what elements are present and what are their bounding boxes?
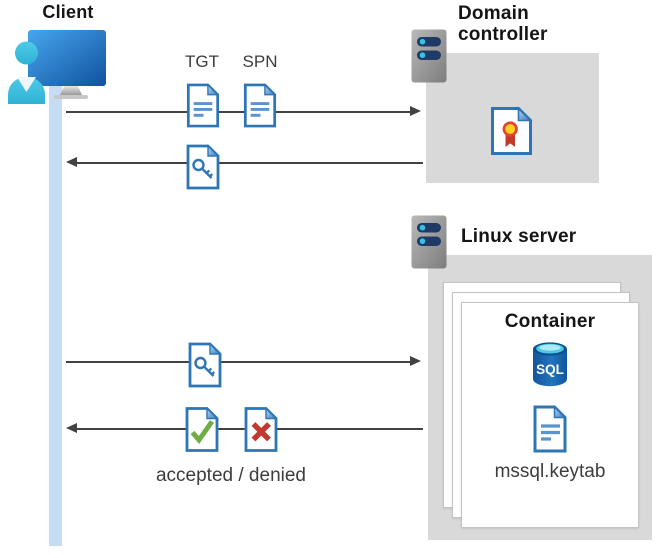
arrow-line bbox=[66, 361, 410, 363]
container-label: Container bbox=[504, 311, 596, 332]
arrow-line bbox=[77, 162, 423, 164]
user-computer-icon bbox=[8, 30, 106, 104]
server-icon bbox=[411, 215, 447, 269]
certificate-document-icon bbox=[491, 106, 533, 155]
sql-database-icon: SQL bbox=[533, 342, 567, 387]
keytab-document-icon bbox=[533, 405, 567, 453]
accepted-document-icon bbox=[185, 406, 219, 452]
container-card-front: Container SQL mssql.keytab bbox=[461, 302, 639, 528]
server-icon bbox=[411, 29, 447, 83]
arrowhead-left-icon bbox=[66, 423, 77, 433]
client-label: Client bbox=[42, 2, 94, 22]
denied-document-icon bbox=[244, 406, 278, 452]
key-document-icon bbox=[186, 144, 220, 190]
accepted-denied-label: accepted / denied bbox=[155, 465, 306, 486]
linux-server-label: Linux server bbox=[461, 226, 577, 247]
arrowhead-left-icon bbox=[66, 157, 77, 167]
arrow-line bbox=[66, 111, 410, 113]
spn-label: SPN bbox=[242, 52, 278, 71]
spn-document-icon bbox=[243, 83, 277, 128]
domain-controller-label: Domain controller bbox=[458, 3, 548, 45]
key-document-icon bbox=[188, 342, 222, 388]
tgt-label: TGT bbox=[185, 52, 219, 71]
client-lifeline bbox=[49, 70, 62, 546]
tgt-document-icon bbox=[186, 83, 220, 128]
arrowhead-right-icon bbox=[410, 356, 421, 366]
arrowhead-right-icon bbox=[410, 106, 421, 116]
keytab-filename: mssql.keytab bbox=[494, 461, 606, 482]
sql-badge-text: SQL bbox=[536, 362, 564, 377]
